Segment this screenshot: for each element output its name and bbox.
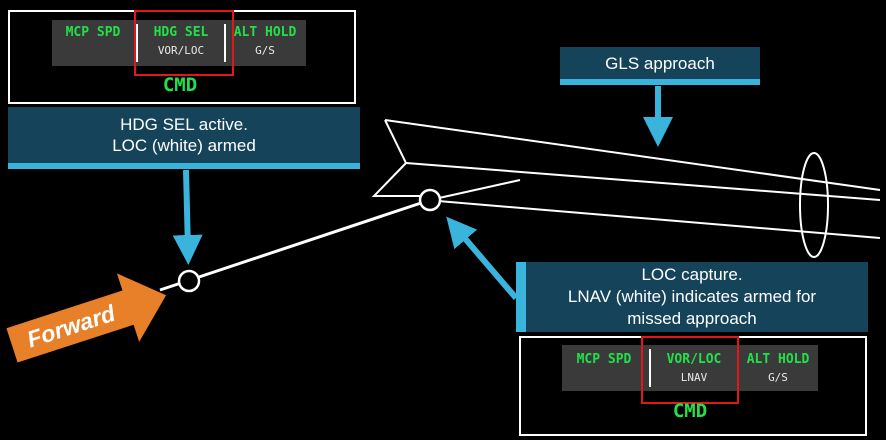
bottom-pitch-mode: ALT HOLD G/S	[739, 345, 817, 391]
top-cmd-label: CMD	[162, 74, 198, 96]
bottom-vor-loc-label: VOR/LOC	[666, 352, 722, 367]
hdg-callout-line1: HDG SEL active.	[120, 115, 248, 134]
bottom-alt-hold-label: ALT HOLD	[746, 352, 810, 367]
loc-callout-line3: missed approach	[627, 309, 757, 328]
gls-callout-text: GLS approach	[605, 54, 715, 73]
top-hdg-sel-label: HDG SEL	[153, 25, 209, 40]
loc-capture-waypoint	[418, 188, 442, 212]
hdg-sel-callout: HDG SEL active. LOC (white) armed	[8, 107, 360, 169]
top-roll-mode: HDG SEL VOR/LOC	[138, 20, 224, 66]
bottom-highlight-box	[641, 336, 739, 404]
hdg-callout-arrow	[172, 169, 203, 265]
top-fma-display: MCP SPD HDG SEL VOR/LOC ALT HOLD G/S	[52, 20, 306, 66]
top-mcp-spd-label: MCP SPD	[65, 25, 121, 40]
bottom-fma-display: MCP SPD VOR/LOC LNAV ALT HOLD G/S	[562, 345, 818, 391]
gls-callout: GLS approach	[560, 47, 760, 85]
bottom-cmd-label: CMD	[672, 400, 708, 422]
bottom-speed-mode: MCP SPD	[562, 345, 646, 391]
bottom-divider-1	[649, 349, 651, 387]
top-alt-hold-label: ALT HOLD	[233, 25, 297, 40]
loc-callout-line2: LNAV (white) indicates armed for	[567, 287, 817, 306]
top-gs-armed-label: G/S	[255, 44, 275, 57]
loc-callout-arrow	[446, 216, 519, 300]
bottom-gs-armed-label: G/S	[768, 371, 788, 384]
flight-path	[159, 198, 431, 292]
bottom-roll-mode: VOR/LOC LNAV	[651, 345, 737, 391]
top-vor-loc-armed-label: VOR/LOC	[157, 44, 205, 57]
bottom-mcp-spd-label: MCP SPD	[576, 352, 632, 367]
bottom-lnav-armed-label: LNAV	[680, 371, 708, 384]
loc-armed-waypoint	[177, 269, 201, 293]
top-divider-1	[136, 24, 138, 62]
hdg-callout-line2: LOC (white) armed	[112, 136, 256, 155]
approach-funnel-ellipse	[799, 152, 829, 258]
loc-capture-callout: LOC capture. LNAV (white) indicates arme…	[516, 262, 868, 332]
top-speed-mode: MCP SPD	[52, 20, 134, 66]
top-pitch-mode: ALT HOLD G/S	[226, 20, 304, 66]
localizer-beam	[371, 119, 881, 239]
hdg-callout-accent	[8, 163, 360, 169]
top-highlight-box	[134, 10, 234, 76]
top-divider-2	[224, 24, 226, 62]
loc-callout-accent	[516, 262, 526, 332]
loc-callout-line1: LOC capture.	[641, 265, 743, 284]
forward-arrow: Forward	[6, 273, 167, 363]
gls-callout-accent	[560, 79, 760, 85]
